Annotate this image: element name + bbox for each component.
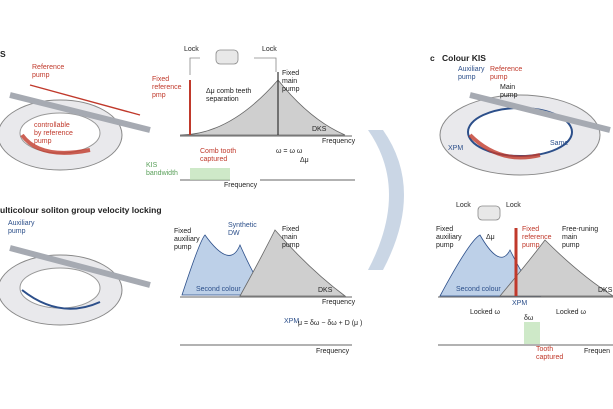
frequency-bottom-b: Frequency [316,348,350,355]
comb-teeth-label: Δμ comb teeth separation [206,88,252,103]
locked-right: Locked ω [556,309,586,316]
lock-right-c: Lock [506,202,521,209]
transition-arrow [368,130,404,270]
same-label: Same [550,140,569,147]
locked-left: Locked ω [470,309,500,316]
frequency-bottom-a: Frequency [224,182,258,189]
lock-left-c: Lock [456,202,471,209]
fixed-auxiliary-pump-b: Fixed auxiliary pump [174,228,200,251]
fixed-auxiliary-pump-c: Fixed auxiliary pump [436,226,462,249]
panel-c-letter: c [430,53,435,63]
main-pump-c: Main pump [500,84,518,99]
fixed-reference-pump-c: Fixed reference pump [522,226,552,249]
synthetic-dw: Synthetic DW [228,222,257,237]
delta-omega-c: δω [524,315,534,322]
fixed-reference-pump-a: Fixed reference pmp [152,76,182,99]
omega-equation: ω = ω ω [276,148,303,155]
auxiliary-pump-c: Auxiliary pump [458,66,485,81]
equation-b: μ = δω − δω + D (μ ) [298,320,363,327]
dks-label-b: DKS [318,287,333,294]
comb-tooth-captured: Comb tooth captured [200,148,237,163]
lock-left-a: Lock [184,46,199,53]
fixed-main-pump-a: Fixed main pump [282,70,300,93]
auxiliary-pump-b: Auxiliary pump [8,220,35,235]
panel-c-title: Colour KIS [442,53,486,63]
lock-right-a: Lock [262,46,277,53]
delta-mu-a: Δμ [300,157,309,164]
xpm-c: XPM [512,300,528,307]
panel-a-title: S [0,49,6,59]
dks-label-c: DKS [598,287,613,294]
frequency-top-a: Frequency [322,138,356,145]
xpm-left-c: XPM [448,145,464,152]
panel-b-title: ulticolour soliton group velocity lockin… [0,205,162,215]
spectrum-c [438,205,613,346]
frequency-top-b: Frequency [322,299,356,306]
ring-resonator-a [0,84,151,171]
spectrum-b [180,229,352,346]
controllable-label: controllable by reference pump [34,122,73,145]
ring-resonator-b [0,245,151,326]
second-colour-c: Second colour [456,286,501,293]
kis-bandwidth: KIS bandwidth [146,162,178,177]
spectrum-a [179,49,355,181]
fixed-main-pump-b: Fixed main pump [282,226,300,249]
ring-resonator-c [439,92,611,176]
delta-mu-c: Δμ [486,234,495,241]
frequency-c: Frequen [584,348,611,355]
second-colour-b: Second colour [196,286,241,293]
free-running-main-pump: Free-runing main pump [562,226,599,249]
reference-pump-c: Reference pump [490,66,523,81]
dks-label-a: DKS [312,126,327,133]
reference-pump-label: Reference pump [32,64,65,79]
xpm-b: XPM [284,318,300,325]
tooth-captured: Tooth captured [536,346,564,361]
